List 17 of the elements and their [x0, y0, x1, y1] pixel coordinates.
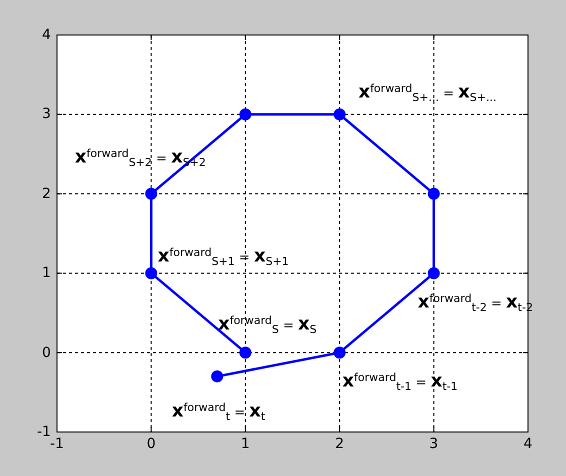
tick-label: 3 — [429, 436, 438, 452]
tick-label: 3 — [42, 106, 51, 122]
tick-label: 4 — [42, 27, 51, 43]
point-annotation: x$^{forward}$$_{t}$ = x$_{t}$ — [172, 402, 266, 422]
tick-label: 1 — [42, 265, 51, 282]
tick-label: 0 — [42, 344, 51, 361]
tick-label: 0 — [146, 436, 156, 452]
point-annotation: x$^{forward}$$_{S+1}$ = x$_{S+1}$ — [158, 247, 289, 268]
tick-label: -1 — [50, 436, 64, 452]
point-annotation: x$^{forward}$$_{S}$ = x$_{S}$ — [218, 314, 317, 335]
tick-label: 2 — [335, 436, 344, 452]
point-annotation: x$^{forward}$$_{t-1}$ = x$_{t-1}$ — [342, 372, 458, 392]
tick-label: 1 — [240, 436, 250, 452]
tick-label: -1 — [37, 424, 51, 440]
tick-label: 4 — [524, 436, 532, 452]
tick-label: 2 — [42, 186, 51, 202]
point-annotation: x$^{forward}$$_{S+...}$ = x$_{S+...}$ — [358, 82, 496, 103]
